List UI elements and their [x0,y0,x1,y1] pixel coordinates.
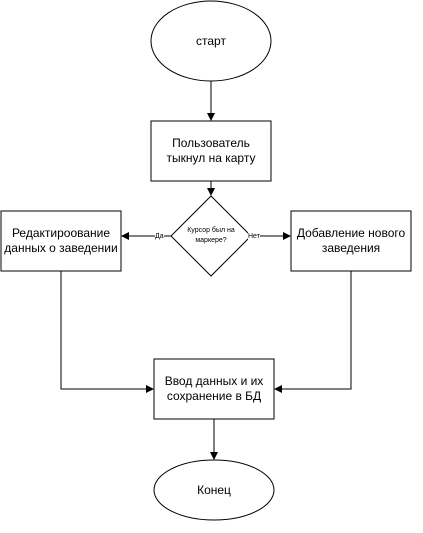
end-ellipse [153,459,275,521]
edge-label-yes: Да [155,232,164,241]
end-label: Конец [197,482,231,497]
edit-label: Редактироование данных о заведении [4,226,118,255]
edge-add-to-save [274,271,352,393]
add-new-label: Добавление нового заведения [296,226,406,255]
edit-box [0,210,122,272]
edge-edit-to-save [60,271,154,393]
user-tapped-label: Пользователь тыкнул на карту [166,136,256,165]
add-new-box [290,210,412,272]
start-label: старт [196,33,226,48]
decision-diamond [170,195,252,277]
decision-label: Курсор был на маркере? [187,227,235,244]
user-tapped-box [150,120,272,182]
input-save-label: Ввод данных и их сохранение в БД [164,374,264,403]
edge-label-no: Нет [248,232,260,241]
